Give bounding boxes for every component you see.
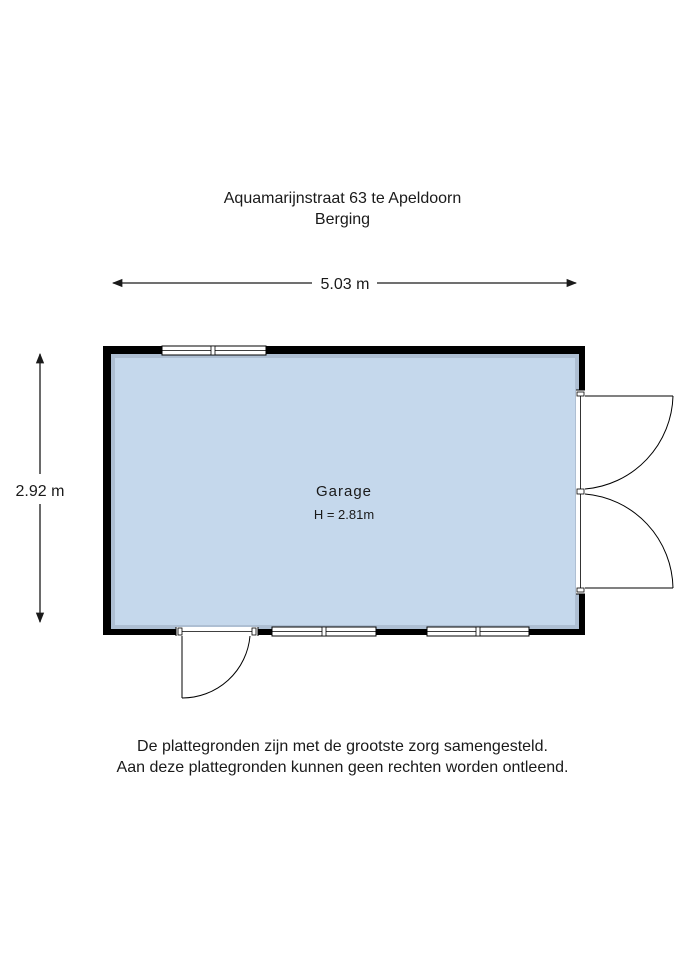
height-dimension-label: 2.92 m xyxy=(16,483,65,500)
disclaimer-line-2: Aan deze plattegronden kunnen geen recht… xyxy=(116,759,569,776)
top-window xyxy=(161,345,267,356)
address-title: Aquamarijnstraat 63 te Apeldoorn xyxy=(223,190,462,207)
bottom-door xyxy=(175,627,259,699)
disclaimer-line-1: De plattegronden zijn met de grootste zo… xyxy=(137,738,548,755)
width-dimension-label: 5.03 m xyxy=(321,276,370,293)
floor-subtitle: Berging xyxy=(314,211,371,228)
room-name: Garage xyxy=(316,483,372,500)
width-dimension: 5.03 m xyxy=(111,276,578,293)
disclaimer: De plattegronden zijn met de grootste zo… xyxy=(0,736,685,778)
height-dimension: 2.92 m xyxy=(16,352,65,624)
bottom-window-left xyxy=(271,626,377,637)
bottom-window-right xyxy=(426,626,530,637)
room-height: H = 2.81m xyxy=(314,507,374,522)
right-double-door xyxy=(576,389,674,595)
plan-title-block: Aquamarijnstraat 63 te Apeldoorn Berging xyxy=(0,188,685,230)
room-floor xyxy=(113,356,577,627)
